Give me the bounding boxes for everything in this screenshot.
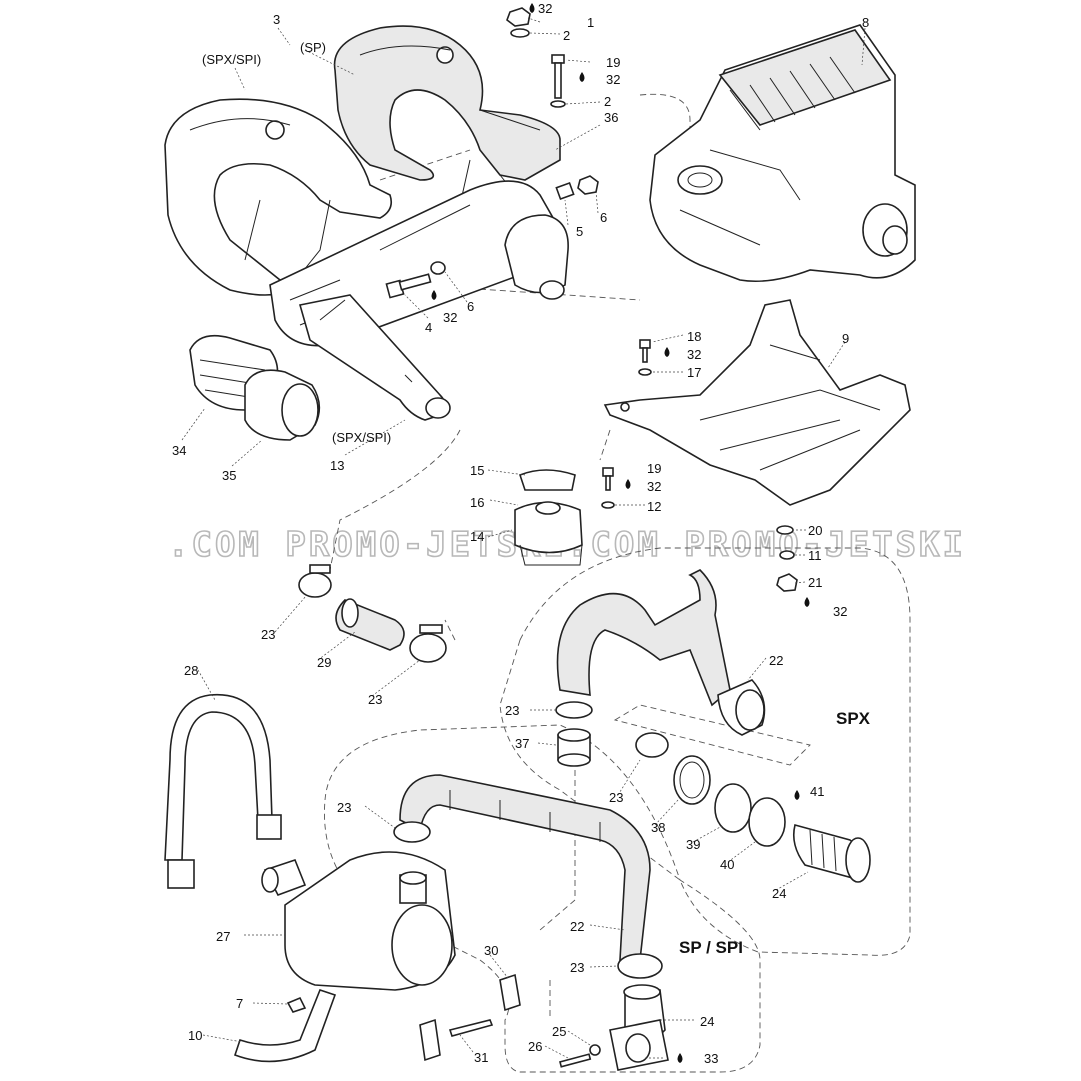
callout-number: 23: [261, 627, 275, 642]
callout-number: 33: [704, 1051, 718, 1066]
cone-label-spx-spi: (SPX/SPI): [332, 430, 391, 445]
callout-number: 2: [604, 94, 611, 109]
callout-number: 30: [484, 943, 498, 958]
callout-number: 38: [651, 820, 665, 835]
callout-number: 23: [337, 800, 351, 815]
leader-lines: [181, 17, 866, 1059]
callout-number: 23: [570, 960, 584, 975]
callout-number: 5: [576, 224, 583, 239]
callout-number: 32: [443, 310, 457, 325]
callout-number: 26: [528, 1039, 542, 1054]
callout-number: 24: [700, 1014, 714, 1029]
callout-number: 12: [647, 499, 661, 514]
callout-number: 21: [808, 575, 822, 590]
engine-block: [649, 24, 916, 283]
hose-clamp-lower: [409, 624, 447, 663]
sealant-drop-icon: [804, 597, 810, 607]
waterbox-muffler-27: [261, 851, 456, 991]
callout-number: 6: [467, 299, 474, 314]
callout-number: 19: [647, 461, 661, 476]
rubber-mount-14: [514, 469, 583, 566]
callout-number: 4: [425, 320, 432, 335]
callout-number: 20: [808, 523, 822, 538]
engine-to-muffler-guide: [329, 93, 691, 571]
callout-number: 2: [563, 28, 570, 43]
callout-number: 27: [216, 929, 230, 944]
callout-number: 32: [647, 479, 661, 494]
callout-number: 36: [604, 110, 618, 125]
sealant-drop-icon: [794, 790, 800, 800]
callout-number: 32: [606, 72, 620, 87]
callout-number: 39: [686, 837, 700, 852]
muffler-support-bracket: [603, 299, 911, 506]
callout-number: 23: [368, 692, 382, 707]
callout-number: 14: [470, 529, 484, 544]
callout-number: 31: [474, 1050, 488, 1065]
callout-number: 16: [470, 495, 484, 510]
sealant-drop-icon: [529, 3, 535, 13]
spx-variant-label: SPX: [836, 709, 871, 728]
rubber-sleeve-35: [244, 369, 321, 441]
spx-outlet-kit: [555, 701, 871, 883]
spx-exhaust-hose: [556, 569, 766, 736]
callout-number: 1: [587, 15, 594, 30]
callout-number: 18: [687, 329, 701, 344]
muffler-label-sp: (SP): [300, 40, 326, 55]
sealant-drop-icon: [664, 347, 670, 357]
callout-numbers: 3 32 1 2 19 32 2 36 8 6 5 6 32 4 18 32 1…: [172, 1, 869, 1066]
muffler-label-spx-spi: (SPX/SPI): [202, 52, 261, 67]
sp-spi-elbow-outlet: [559, 984, 669, 1071]
callout-number: 15: [470, 463, 484, 478]
callout-number: 29: [317, 655, 331, 670]
callout-number: 23: [505, 703, 519, 718]
hose-clamp-upper: [298, 564, 332, 598]
callout-number: 28: [184, 663, 198, 678]
muffler-strap-28: [164, 693, 282, 889]
sp-spi-variant-label: SP / SPI: [679, 938, 743, 957]
callout-number: 9: [842, 331, 849, 346]
callout-number: 17: [687, 365, 701, 380]
callout-number: 22: [570, 919, 584, 934]
callout-number: 10: [188, 1028, 202, 1043]
callout-number: 41: [810, 784, 824, 799]
callout-number: 24: [772, 886, 786, 901]
callout-number: 6: [600, 210, 607, 225]
callout-number: 34: [172, 443, 186, 458]
callout-number: 40: [720, 857, 734, 872]
callout-number: 11: [808, 548, 822, 563]
callout-number: 23: [609, 790, 623, 805]
callout-number: 37: [515, 736, 529, 751]
callout-number: 8: [862, 15, 869, 30]
exhaust-manifold-spx-spi: [164, 98, 393, 296]
callout-number: 32: [538, 1, 552, 16]
callout-number: 13: [330, 458, 344, 473]
sealant-drop-icons: [431, 3, 810, 1063]
outlet-guide: [444, 619, 576, 1020]
sealant-drop-icon: [677, 1053, 683, 1063]
callout-number: 7: [236, 996, 243, 1011]
short-hose-29: [335, 598, 405, 651]
cone-exhaust-pipe: [298, 294, 451, 421]
callout-number: 19: [606, 55, 620, 70]
callout-number: 32: [833, 604, 847, 619]
spx-group-outline: [499, 547, 911, 956]
sealant-drop-icon: [431, 290, 437, 300]
sp-spi-exhaust-hose: [393, 774, 663, 979]
callout-number: 32: [687, 347, 701, 362]
sp-spi-group-outline: [324, 724, 761, 1073]
lower-mount-hardware: [233, 973, 521, 1063]
sealant-drop-icon: [625, 479, 631, 489]
spx-kit-outline: [613, 704, 811, 766]
callout-number: 35: [222, 468, 236, 483]
callout-number: 22: [769, 653, 783, 668]
exhaust-manifold-sp: [333, 25, 561, 231]
sealant-drop-icon: [579, 72, 585, 82]
callout-number: 25: [552, 1024, 566, 1039]
callout-number: 3: [273, 12, 280, 27]
fastener-hardware: [385, 7, 798, 592]
